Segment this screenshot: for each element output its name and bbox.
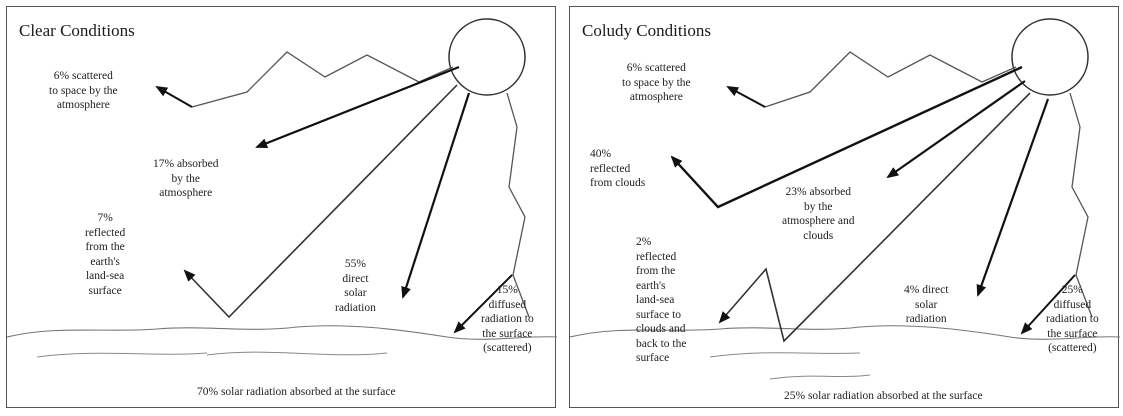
diffused-arrow: [453, 274, 513, 334]
absorbed-arrow: [255, 65, 460, 149]
absorbed-label: 23% absorbed by the atmosphere and cloud…: [782, 186, 855, 242]
cloudy-diagram-drawing: [570, 18, 1120, 380]
surface-reflected-arrow-path: [718, 92, 1031, 343]
sky-outline: [191, 51, 454, 108]
direct-arrow: [401, 92, 471, 299]
land-sea-surface: [7, 325, 557, 340]
scattered-label: 6% scattered to space by the atmosphere: [622, 62, 691, 103]
clear-diagram-drawing: [7, 18, 557, 358]
clear-conditions-panel: Clear Conditions 6% scattered to space b…: [6, 6, 557, 408]
surface-line-2: [36, 351, 388, 358]
cloudy-conditions-panel: Coludy Conditions 6% scattered to space …: [569, 6, 1120, 408]
reflected-arrow-path: [183, 84, 458, 319]
sun-icon: [1011, 18, 1089, 96]
diffused-arrow: [1020, 274, 1076, 335]
right-edge-outline: [506, 92, 530, 318]
scattered-arrow: [155, 86, 193, 108]
clouds-reflected-label: 40% reflected from clouds: [590, 148, 646, 189]
scattered-label: 6% scattered to space by the atmosphere: [49, 70, 118, 111]
sky-outline: [764, 51, 1017, 108]
sun-icon: [448, 18, 526, 96]
reflected-label: 2% reflected from the earth's land-sea s…: [636, 236, 687, 364]
diffused-label: 15% diffused radiation to the surface (s…: [481, 284, 534, 354]
absorbed-arrow: [886, 80, 1026, 179]
diffused-label: 25% diffused radiation to the surface (s…: [1046, 284, 1099, 354]
direct-label: 4% direct solar radiation: [904, 284, 949, 325]
clouds-reflected-arrow-path: [670, 65, 1023, 209]
surface-line-2: [709, 352, 871, 380]
reflected-label: 7% reflected from the earth's land-sea s…: [85, 212, 126, 297]
panel-title: Clear Conditions: [19, 21, 135, 40]
scattered-arrow: [726, 86, 766, 108]
absorbed-label: 17% absorbed by the atmosphere: [153, 158, 219, 199]
surface-total-label: 25% solar radiation absorbed at the surf…: [784, 390, 983, 402]
direct-arrow: [976, 98, 1050, 297]
surface-total-label: 70% solar radiation absorbed at the surf…: [197, 386, 396, 398]
right-edge-outline: [1069, 92, 1093, 318]
land-sea-surface: [570, 325, 1120, 340]
direct-label: 55% direct solar radiation: [335, 258, 376, 314]
panel-title: Coludy Conditions: [582, 21, 711, 40]
